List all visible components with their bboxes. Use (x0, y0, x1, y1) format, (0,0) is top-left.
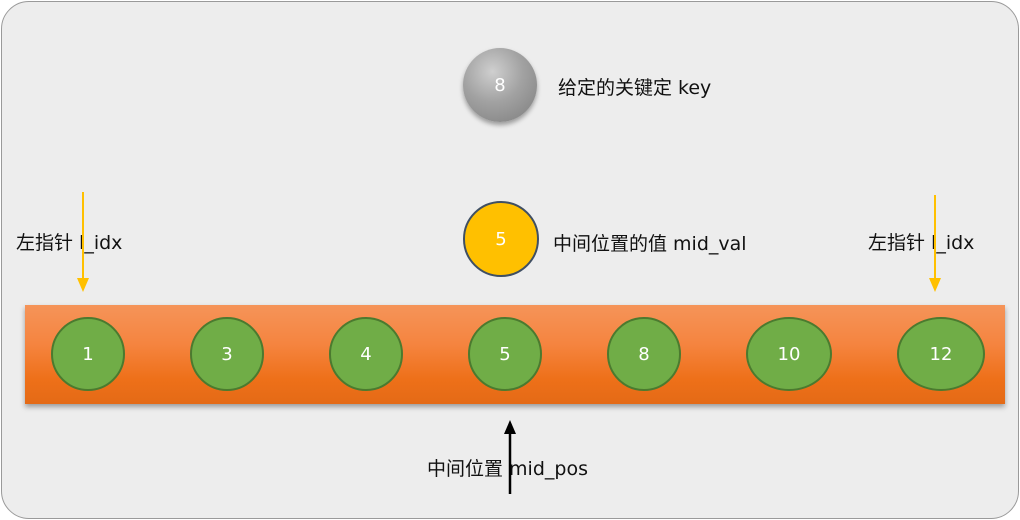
key-circle: 8 (463, 48, 537, 122)
array-cell: 4 (329, 317, 403, 391)
array-cell-value: 4 (360, 343, 372, 365)
mid-pos-label: 中间位置 mid_pos (427, 458, 588, 480)
array-cell-value: 12 (929, 343, 953, 365)
mid-value-label: 中间位置的值 mid_val (553, 233, 747, 255)
array-cell: 10 (746, 317, 832, 391)
array-cell-value: 5 (499, 343, 511, 365)
array-cell-value: 1 (82, 343, 94, 365)
key-value: 8 (494, 74, 506, 96)
array-cell: 8 (607, 317, 681, 391)
array-cell: 1 (51, 317, 125, 391)
right-pointer-label: 左指针 l_idx (868, 232, 975, 254)
array-cell-value: 10 (777, 343, 801, 365)
array-cell-value: 3 (221, 343, 233, 365)
key-label: 给定的关键定 key (558, 77, 712, 99)
array-cell: 12 (897, 317, 985, 391)
array-cell: 3 (190, 317, 264, 391)
mid-value: 5 (495, 228, 507, 250)
left-pointer-label: 左指针 l_idx (16, 232, 123, 254)
array-cell-value: 8 (638, 343, 650, 365)
array-cell-mid: 5 (468, 317, 542, 391)
mid-value-circle: 5 (463, 201, 539, 277)
